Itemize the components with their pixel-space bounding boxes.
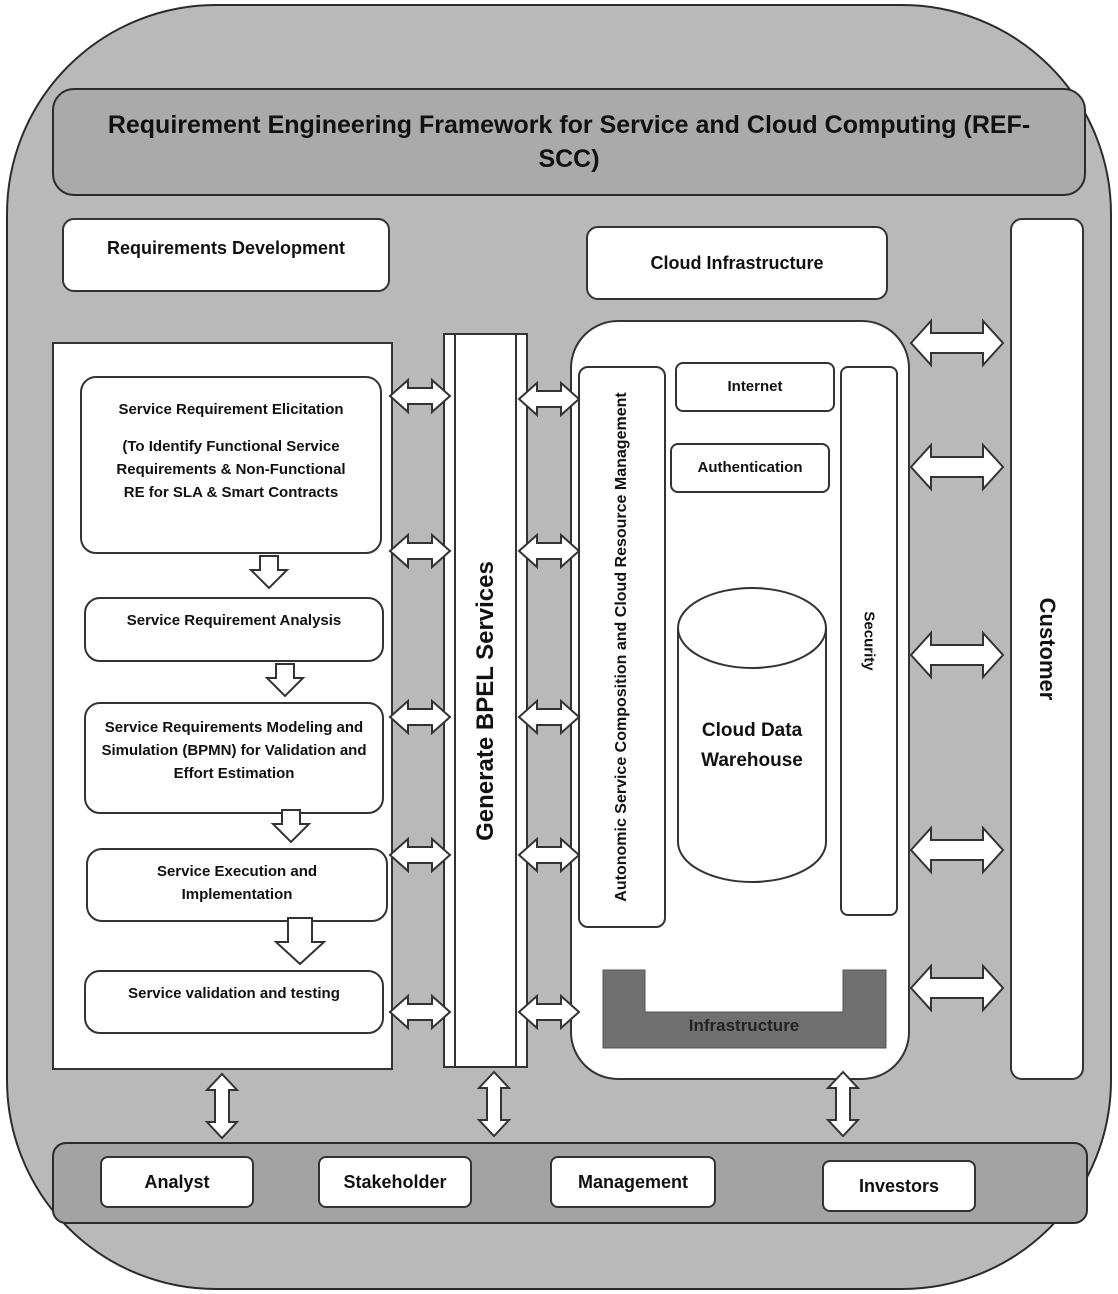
customer-column: Customer bbox=[1010, 218, 1084, 1080]
infrastructure-block bbox=[602, 969, 887, 1049]
service-composition-box: Autonomic Service Composition and Cloud … bbox=[578, 366, 666, 928]
requirements-development-label: Requirements Development bbox=[62, 218, 390, 292]
stakeholder-stakeholder: Stakeholder bbox=[318, 1156, 472, 1208]
step-note: (To Identify Functional Service Requirem… bbox=[116, 438, 346, 501]
infrastructure-label: Infrastructure bbox=[688, 1016, 800, 1035]
flow-arrow-down bbox=[266, 663, 304, 697]
vertical-bidirectional-arrow bbox=[206, 1073, 238, 1139]
stakeholder-management: Management bbox=[550, 1156, 716, 1208]
step-label: Service Requirement Analysis bbox=[126, 612, 342, 629]
bidirectional-arrow bbox=[389, 534, 451, 568]
bidirectional-arrow bbox=[910, 632, 1004, 678]
step-label: Service Requirement Elicitation bbox=[118, 401, 344, 418]
flow-arrow-down bbox=[250, 555, 288, 589]
bidirectional-arrow bbox=[910, 444, 1004, 490]
bidirectional-arrow bbox=[389, 700, 451, 734]
bidirectional-arrow bbox=[910, 965, 1004, 1011]
bidirectional-arrow bbox=[389, 838, 451, 872]
step-service-requirements-modeling: Service Requirements Modeling and Simula… bbox=[84, 702, 384, 814]
vertical-bidirectional-arrow bbox=[478, 1071, 510, 1137]
authentication-box: Authentication bbox=[670, 443, 830, 493]
step-label: Service validation and testing bbox=[128, 985, 340, 1002]
bidirectional-arrow bbox=[518, 838, 580, 872]
bidirectional-arrow bbox=[518, 382, 580, 416]
bidirectional-arrow bbox=[518, 995, 580, 1029]
cloud-data-warehouse-label: Cloud Data Warehouse bbox=[701, 720, 803, 771]
vertical-bidirectional-arrow bbox=[827, 1071, 859, 1137]
security-box: Security bbox=[840, 366, 898, 916]
bidirectional-arrow bbox=[389, 995, 451, 1029]
flow-arrow-down bbox=[272, 809, 310, 843]
internet-box: Internet bbox=[675, 362, 835, 412]
stakeholder-investors: Investors bbox=[822, 1160, 976, 1212]
customer-label: Customer bbox=[1035, 597, 1060, 701]
bidirectional-arrow bbox=[518, 534, 580, 568]
cloud-data-warehouse-cylinder bbox=[677, 587, 827, 883]
flow-arrow-down bbox=[275, 917, 325, 965]
bpel-services-column: Generate BPEL Services bbox=[443, 333, 528, 1068]
framework-title: Requirement Engineering Framework for Se… bbox=[52, 88, 1086, 196]
step-service-execution: Service Execution and Implementation bbox=[86, 848, 388, 922]
step-label: Service Execution and Implementation bbox=[156, 863, 318, 903]
bidirectional-arrow bbox=[389, 379, 451, 413]
cloud-infrastructure-label: Cloud Infrastructure bbox=[586, 226, 888, 300]
bidirectional-arrow bbox=[910, 320, 1004, 366]
bidirectional-arrow bbox=[518, 700, 580, 734]
step-service-requirement-elicitation: Service Requirement Elicitation (To Iden… bbox=[80, 376, 382, 554]
stakeholder-analyst: Analyst bbox=[100, 1156, 254, 1208]
step-service-requirement-analysis: Service Requirement Analysis bbox=[84, 597, 384, 662]
step-service-validation: Service validation and testing bbox=[84, 970, 384, 1034]
bidirectional-arrow bbox=[910, 827, 1004, 873]
step-label: Service Requirements Modeling and Simula… bbox=[101, 719, 367, 782]
